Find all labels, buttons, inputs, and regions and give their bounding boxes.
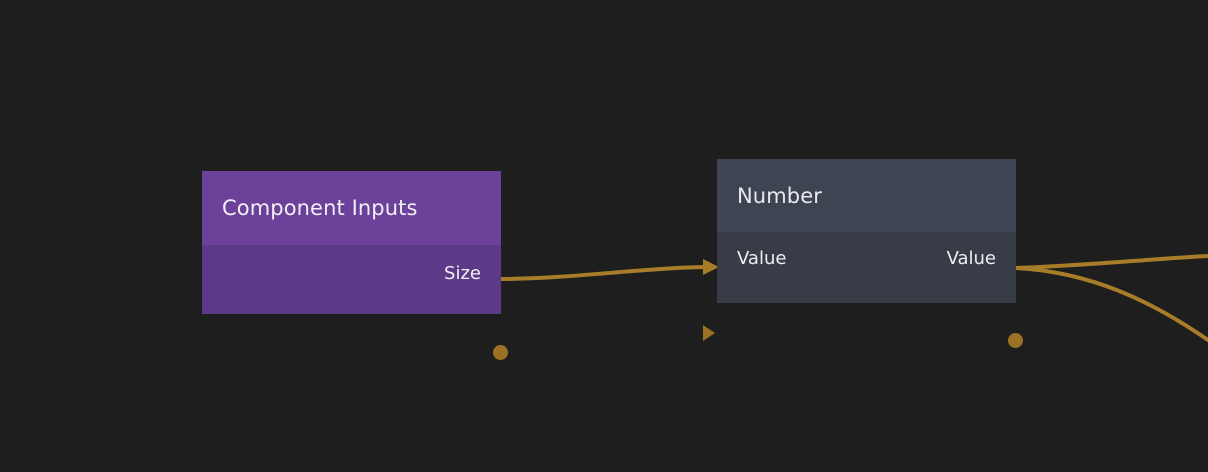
node-header[interactable]: Number bbox=[717, 159, 1016, 232]
node-number[interactable]: Number Value Value bbox=[703, 159, 1023, 348]
node-component-inputs[interactable]: Component Inputs Size bbox=[202, 171, 508, 360]
node-title: Component Inputs bbox=[222, 196, 418, 220]
port-label-size: Size bbox=[444, 263, 481, 284]
edge-size-to-value bbox=[498, 265, 708, 281]
node-title: Number bbox=[737, 183, 822, 208]
port-row-value: Value Value bbox=[737, 244, 996, 274]
node-body: Size bbox=[202, 245, 508, 360]
port-row-size: Size bbox=[222, 259, 481, 289]
input-port-value-arrow-icon[interactable] bbox=[703, 325, 715, 341]
edge-value-out-lower bbox=[1014, 266, 1208, 342]
port-label-value-input: Value bbox=[737, 248, 787, 269]
edge-value-out-upper bbox=[1014, 254, 1208, 270]
port-label-value-output: Value bbox=[946, 248, 996, 269]
output-port-value[interactable] bbox=[1008, 333, 1023, 348]
output-port-size[interactable] bbox=[493, 345, 508, 360]
node-header[interactable]: Component Inputs bbox=[202, 171, 501, 245]
node-body: Value Value bbox=[703, 232, 1023, 348]
